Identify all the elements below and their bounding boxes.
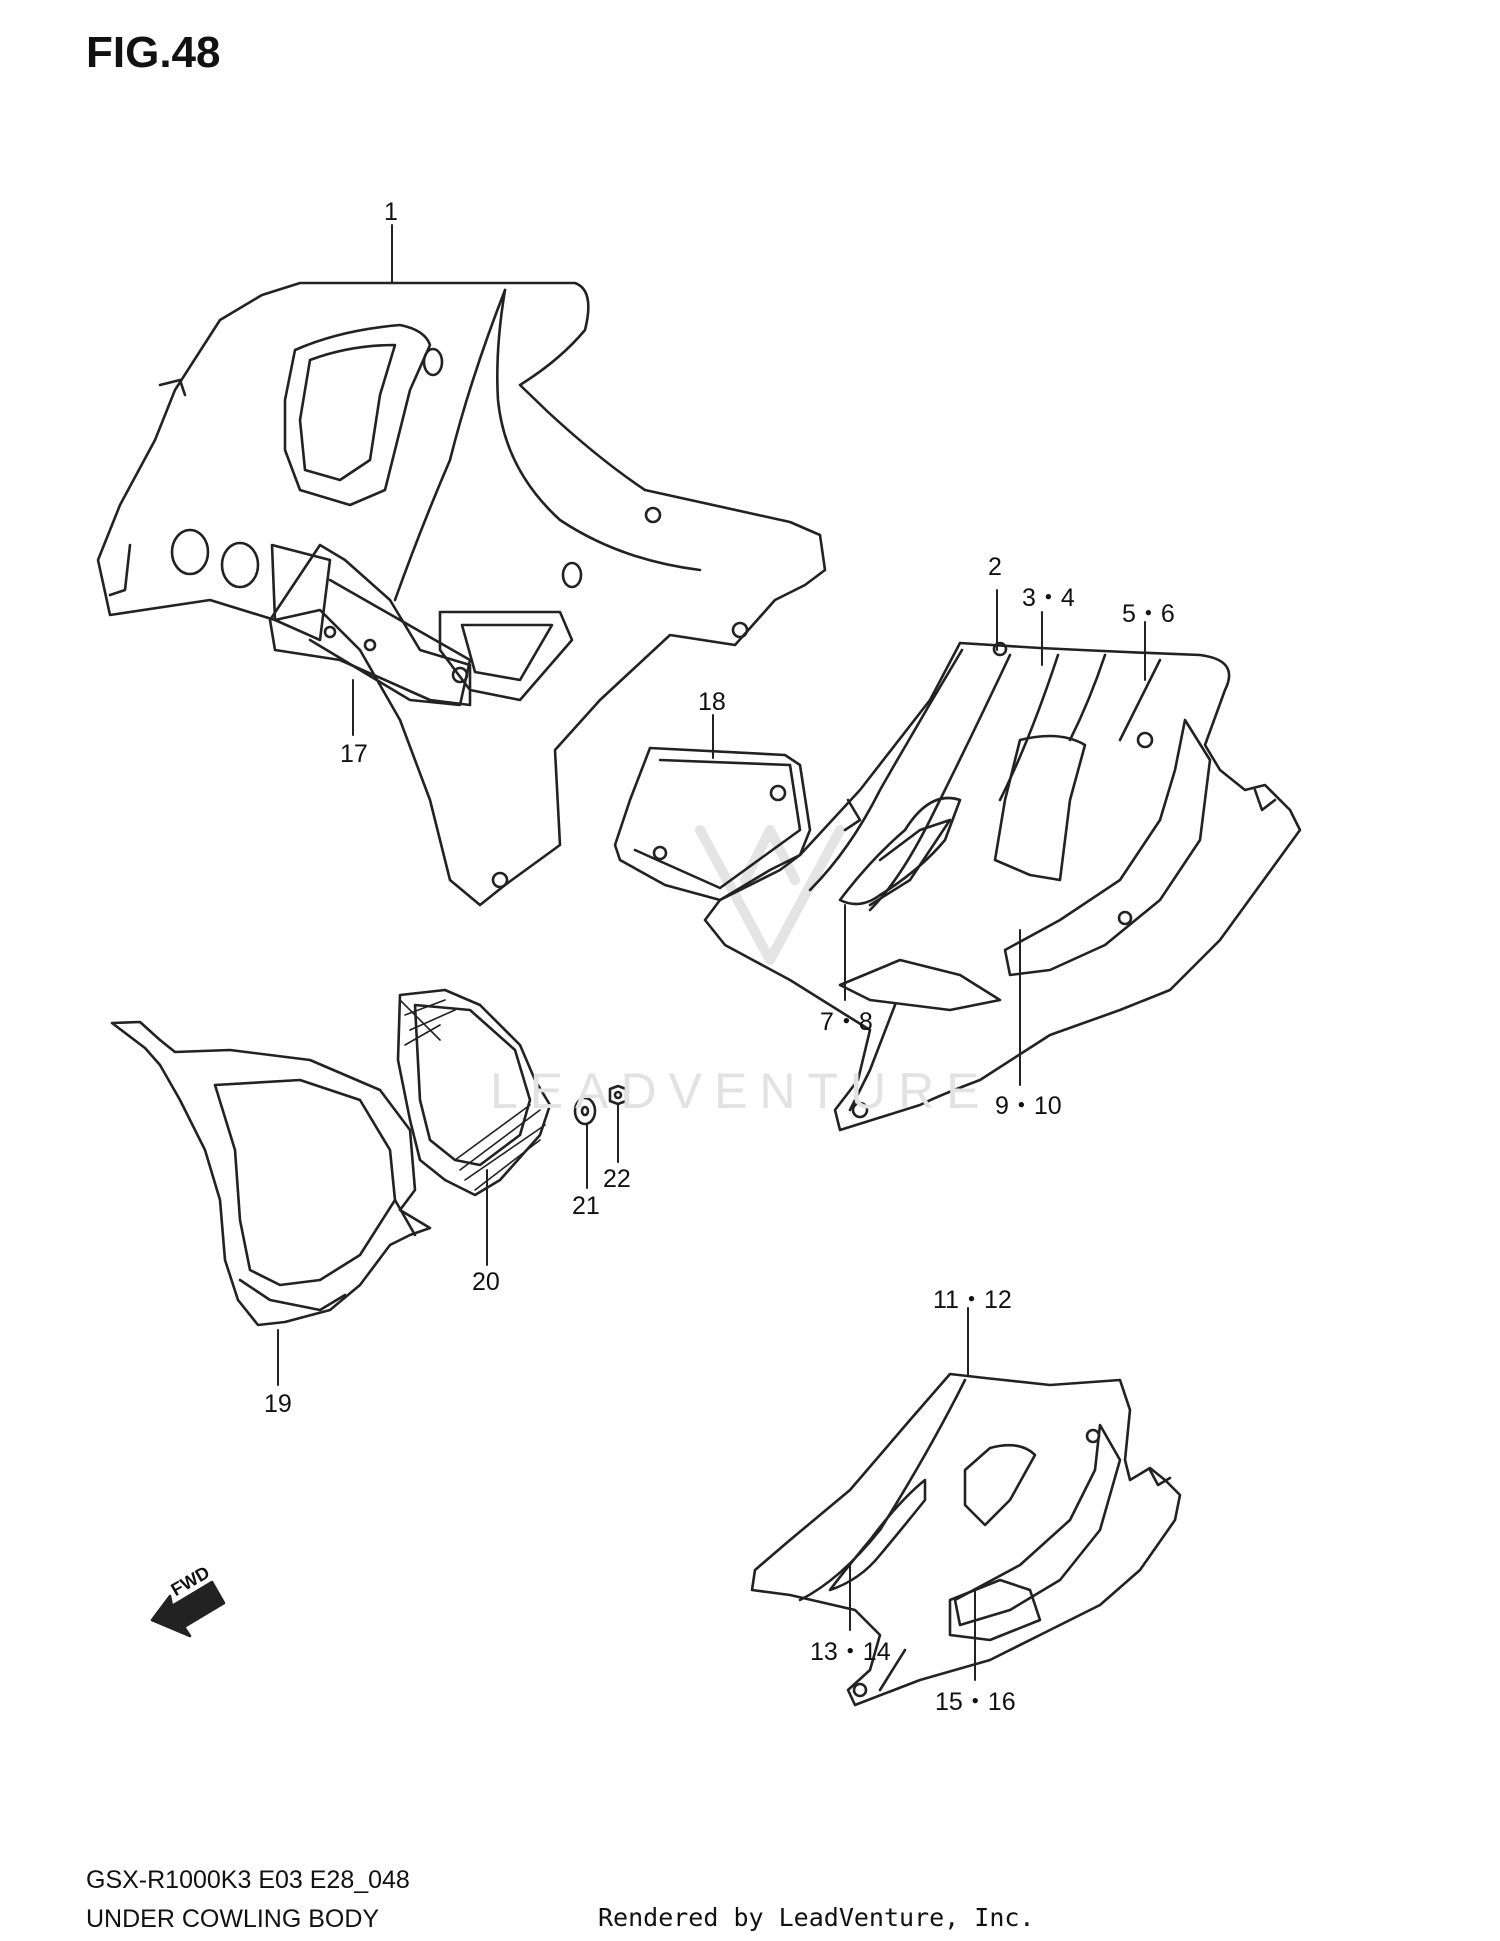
callout-19[interactable]: 19	[264, 1390, 292, 1418]
part-20-mesh-grille	[396, 988, 552, 1197]
callout-3-4[interactable]: 3・4	[1022, 584, 1075, 612]
rendered-by-credit: Rendered by LeadVenture, Inc.	[598, 1903, 1035, 1932]
callout-5-6[interactable]: 5・6	[1122, 600, 1175, 628]
callout-1[interactable]: 1	[384, 198, 398, 226]
fwd-arrow-icon	[150, 1580, 226, 1638]
callout-18[interactable]: 18	[698, 688, 726, 716]
model-code: GSX-R1000K3 E03 E28_048	[86, 1866, 410, 1894]
callout-20[interactable]: 20	[472, 1268, 500, 1296]
callout-15-16[interactable]: 15・16	[935, 1688, 1016, 1716]
callout-9-10[interactable]: 9・10	[995, 1092, 1062, 1120]
leader-lines	[277, 224, 1146, 1681]
part-1-upper-cowling	[96, 281, 827, 907]
callout-11-12[interactable]: 11・12	[933, 1286, 1012, 1314]
callout-17[interactable]: 17	[340, 740, 368, 768]
part-11-under-cowling-left	[750, 1372, 1182, 1707]
part-17-bracket	[268, 543, 472, 707]
part-19-lower-panel	[110, 1020, 432, 1327]
part-21-washer	[573, 1096, 597, 1126]
callout-13-14[interactable]: 13・14	[810, 1638, 891, 1666]
callout-21[interactable]: 21	[572, 1192, 600, 1220]
part-2-under-cowling-right	[703, 641, 1302, 1132]
callout-22[interactable]: 22	[603, 1165, 631, 1193]
callout-7-8[interactable]: 7・8	[820, 1008, 873, 1036]
callout-2[interactable]: 2	[988, 553, 1002, 581]
watermark-text: LEADVENTURE	[490, 1063, 992, 1119]
figure-title: FIG.48	[86, 28, 221, 77]
part-18-inner-panel	[613, 746, 812, 902]
section-name: UNDER COWLING BODY	[86, 1905, 380, 1933]
